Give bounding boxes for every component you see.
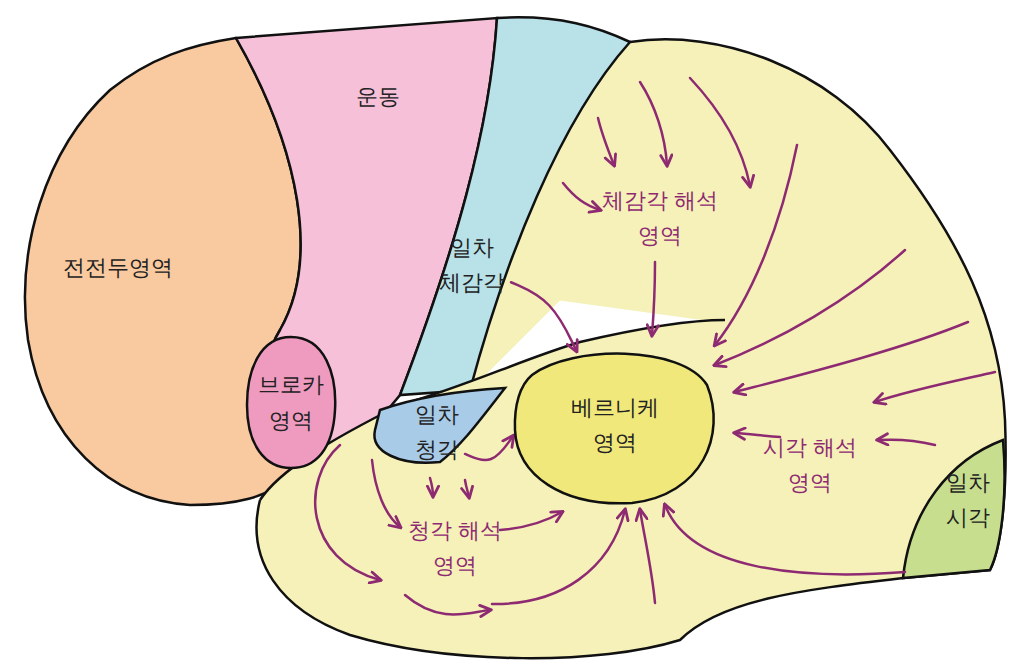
- region-shape: [247, 337, 335, 468]
- visual-region: [903, 440, 1005, 578]
- flow-arrow: [652, 262, 655, 335]
- signal-arrow: [511, 282, 576, 351]
- flow-arrow: [640, 82, 667, 165]
- flow-arrow: [690, 78, 750, 186]
- interpretation-area-label: 시각 해석 영역: [745, 430, 875, 500]
- region-name: 일차 청각: [415, 397, 459, 467]
- flow-arrow: [715, 145, 797, 345]
- interpretation-area-label: 청각 해석 영역: [390, 513, 520, 583]
- flow-arrow: [598, 118, 614, 165]
- flow-arrow: [492, 510, 625, 604]
- flow-arrow: [563, 183, 600, 210]
- flow-arrow: [715, 250, 905, 365]
- interpretation-area-label: 체감각 해석 영역: [595, 183, 725, 253]
- auditory-label: 일차 청각: [411, 393, 463, 471]
- flow-arrow: [735, 322, 968, 392]
- flow-arrow: [500, 512, 562, 530]
- flow-arrow: [665, 505, 905, 574]
- region-name: 일차 시각: [946, 465, 990, 535]
- somatosensory-label: 일차 체감각: [435, 226, 509, 304]
- temporal-region: [257, 320, 900, 658]
- flow-arrow: [878, 440, 935, 445]
- brain-outline: [257, 39, 1006, 658]
- region-shape: [515, 354, 714, 504]
- flow-arrow: [465, 480, 469, 497]
- region-name: 베르니케 영역: [571, 390, 659, 460]
- flow-arrow: [430, 478, 433, 496]
- region-outline: [512, 345, 718, 505]
- motor-label: 운동: [352, 75, 404, 118]
- signal-arrow: [465, 436, 513, 460]
- flow-arrow: [315, 445, 380, 580]
- flow-arrow: [372, 460, 400, 527]
- prefrontal-label: 전전두영역: [59, 246, 177, 289]
- wernicke-area: 베르니케 영역: [512, 345, 718, 505]
- flow-arrow: [875, 372, 995, 402]
- visual-label: 일차 시각: [942, 461, 994, 539]
- flow-arrow: [640, 510, 655, 603]
- region-name: 브로카 영역: [258, 367, 324, 437]
- flow-arrow: [405, 595, 490, 615]
- region-outline: [245, 335, 337, 470]
- region-name: 일차 체감각: [439, 230, 505, 300]
- region-name: 전전두영역: [63, 250, 173, 285]
- region-name: 운동: [356, 79, 400, 114]
- broca-area: 브로카 영역: [245, 335, 337, 470]
